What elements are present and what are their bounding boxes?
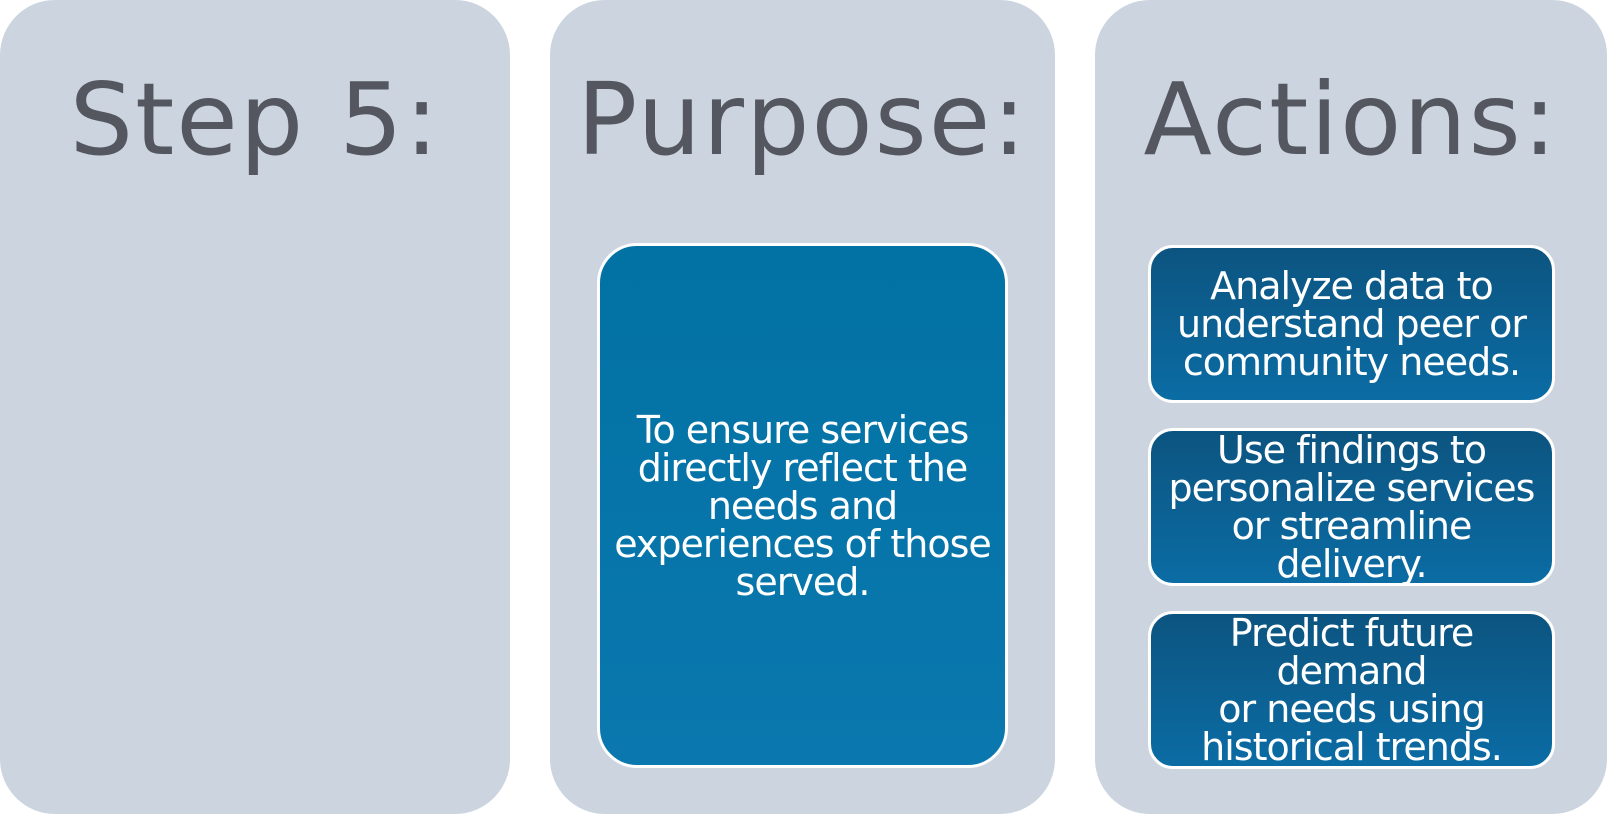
action-text-analyze: Analyze data to understand peer or commu…	[1176, 264, 1527, 384]
column-step: Step 5:	[0, 0, 510, 814]
column-actions: Actions: Analyze data to understand peer…	[1095, 0, 1607, 814]
action-text-predict: Predict future demand or needs using his…	[1201, 611, 1503, 769]
action-box-predict: Predict future demand or needs using his…	[1148, 611, 1555, 769]
actions-heading: Actions:	[1143, 61, 1559, 178]
action-text-use-findings: Use findings to personalize services or …	[1168, 428, 1536, 586]
purpose-heading: Purpose:	[576, 61, 1028, 178]
purpose-text: To ensure services directly reflect the …	[614, 407, 992, 604]
column-purpose: Purpose: To ensure services directly ref…	[550, 0, 1055, 814]
action-box-analyze: Analyze data to understand peer or commu…	[1148, 245, 1555, 403]
action-box-use-findings: Use findings to personalize services or …	[1148, 428, 1555, 586]
step-heading: Step 5:	[69, 61, 441, 178]
purpose-box: To ensure services directly reflect the …	[597, 243, 1008, 768]
